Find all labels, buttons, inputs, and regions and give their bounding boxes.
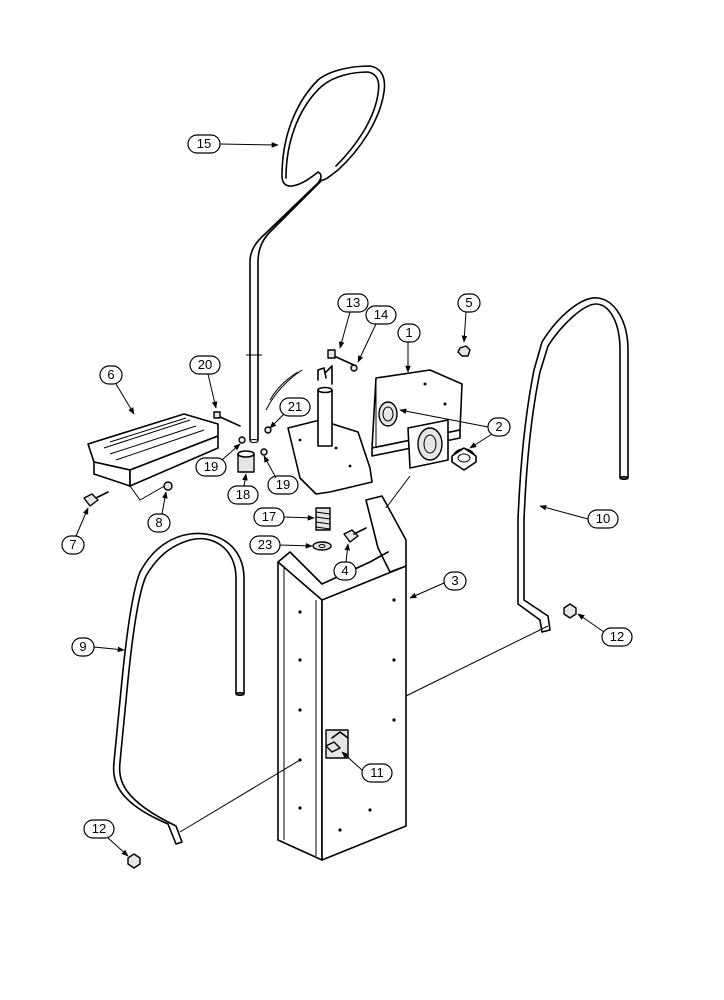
svg-text:8: 8 xyxy=(155,515,162,530)
svg-text:2: 2 xyxy=(495,419,502,434)
callout-7: 7 xyxy=(61,507,89,555)
svg-text:12: 12 xyxy=(92,821,106,836)
callout-19-left: 19 xyxy=(195,443,241,477)
callout-9: 9 xyxy=(71,637,125,657)
callout-12-left: 12 xyxy=(83,819,129,857)
grab-handle-part-15 xyxy=(246,65,386,443)
bolt-part-7 xyxy=(83,491,109,507)
svg-text:21: 21 xyxy=(288,399,302,414)
callout-18: 17 xyxy=(253,507,315,527)
callout-19-right: 19 xyxy=(263,455,299,495)
callout-10: 10 xyxy=(539,504,619,529)
handrail-part-10 xyxy=(517,297,629,633)
callout-2: 2 xyxy=(399,408,511,449)
svg-text:6: 6 xyxy=(107,367,114,382)
svg-text:5: 5 xyxy=(465,295,472,310)
assembly-lines xyxy=(179,475,549,833)
callout-14: 14 xyxy=(357,305,397,363)
bolt-part-11 xyxy=(325,741,341,753)
svg-text:1: 1 xyxy=(405,325,412,340)
svg-text:4: 4 xyxy=(341,563,348,578)
svg-text:7: 7 xyxy=(69,537,76,552)
callout-5: 5 xyxy=(457,293,481,343)
nut-part-8 xyxy=(163,481,173,491)
callout-12-right: 12 xyxy=(577,613,633,647)
bolt-part-13 xyxy=(327,349,357,367)
washer-part-23 xyxy=(312,541,332,551)
bushings-part-2 xyxy=(451,447,477,471)
svg-text:17: 17 xyxy=(262,509,276,524)
callout-6: 6 xyxy=(99,365,135,415)
svg-text:10: 10 xyxy=(596,511,610,526)
callout-11: 11 xyxy=(341,751,393,783)
nut-part-12-left xyxy=(127,853,141,869)
callout-23: 23 xyxy=(249,535,313,555)
svg-text:20: 20 xyxy=(198,357,212,372)
callout-8: 8 xyxy=(147,491,171,533)
mounting-bracket-part-1 xyxy=(265,365,463,495)
svg-text:23: 23 xyxy=(258,537,272,552)
handrail-part-9 xyxy=(112,532,245,845)
svg-text:13: 13 xyxy=(346,295,360,310)
callout-17: 18 xyxy=(227,473,259,505)
svg-text:18: 18 xyxy=(236,487,250,502)
nut-part-12-right xyxy=(563,603,577,619)
bolt-part-20 xyxy=(213,411,241,427)
callout-1: 1 xyxy=(397,323,421,373)
callout-4: 4 xyxy=(333,543,357,581)
svg-text:19: 19 xyxy=(276,477,290,492)
svg-text:14: 14 xyxy=(374,307,388,322)
step-plate-part-6 xyxy=(87,413,219,501)
callout-3: 3 xyxy=(409,571,467,599)
svg-text:12: 12 xyxy=(610,629,624,644)
bolt-part-4 xyxy=(343,527,367,543)
main-column-part-3 xyxy=(277,495,407,861)
callout-15: 15 xyxy=(187,134,279,154)
svg-text:11: 11 xyxy=(370,765,384,780)
nut-part-14 xyxy=(350,364,358,372)
svg-text:3: 3 xyxy=(451,573,458,588)
svg-text:15: 15 xyxy=(197,136,211,151)
callout-20: 20 xyxy=(189,355,221,409)
spring-part-18 xyxy=(315,507,331,531)
callout-21: 21 xyxy=(269,397,311,429)
callout-13: 13 xyxy=(337,293,369,349)
svg-text:19: 19 xyxy=(204,459,218,474)
nut-part-19-right xyxy=(260,448,268,456)
nut-part-5 xyxy=(457,345,471,357)
svg-text:9: 9 xyxy=(79,639,86,654)
bushing-part-17 xyxy=(237,450,255,473)
bolt-part-21 xyxy=(264,426,272,434)
nut-part-19-left xyxy=(238,436,246,444)
